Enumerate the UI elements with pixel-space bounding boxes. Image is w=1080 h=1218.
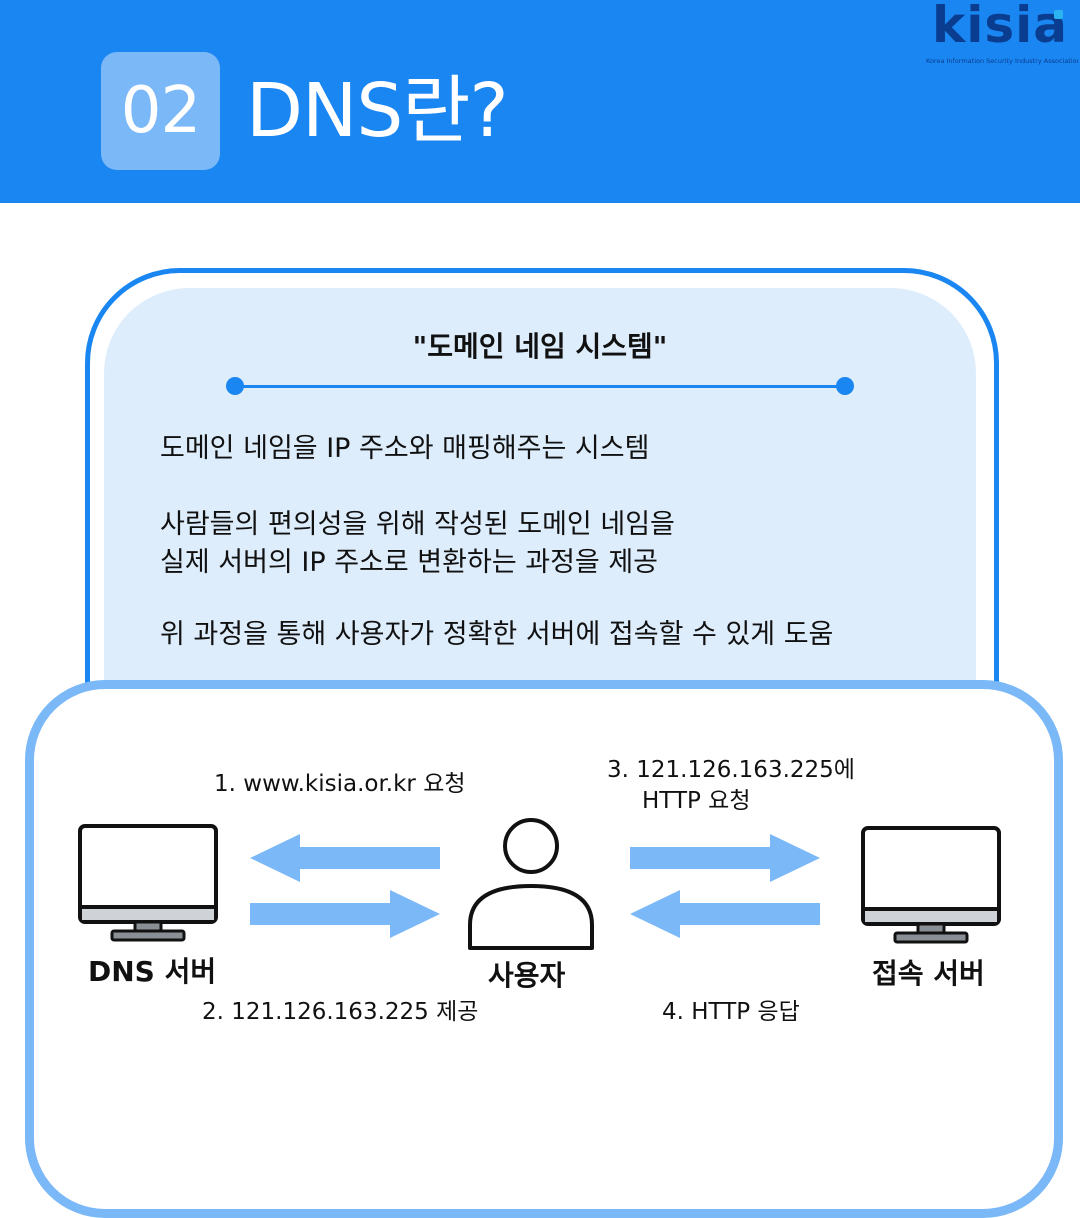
page-title: DNS란? [246, 68, 509, 154]
kisia-logo: kisia Korea Information Security Industr… [922, 0, 1078, 68]
arrow-http-response-icon [630, 890, 820, 938]
dns-server-monitor-icon [78, 824, 218, 942]
paragraph-line: 위 과정을 통해 사용자가 정확한 서버에 접속할 수 있게 도움 [160, 619, 834, 650]
definition-paragraph-3: 위 과정을 통해 사용자가 정확한 서버에 접속할 수 있게 도움 [160, 616, 833, 654]
logo-accent-dot [1054, 10, 1063, 19]
logo-subtitle: Korea Information Security Industry Asso… [926, 57, 1078, 65]
divider-dot-right [836, 377, 854, 395]
heading-divider [234, 385, 846, 388]
arrow-http-request-icon [630, 834, 820, 882]
paragraph-line: 사람들의 편의성을 위해 작성된 도메인 네임을 [160, 509, 675, 540]
section-number-badge: 02 [101, 52, 220, 170]
logo-wordmark: kisia [931, 0, 1069, 54]
paragraph-line: 실제 서버의 IP 주소로 변환하는 과정을 제공 [160, 547, 659, 578]
target-server-label: 접속 서버 [872, 957, 985, 990]
dns-flow-diagram [78, 818, 1001, 950]
target-server-monitor-icon [861, 826, 1001, 944]
step-1-label: 1. www.kisia.or.kr 요청 [214, 771, 466, 797]
dns-server-label: DNS 서버 [88, 955, 217, 988]
user-label: 사용자 [488, 959, 566, 992]
definition-paragraph-2: 사람들의 편의성을 위해 작성된 도메인 네임을 실제 서버의 IP 주소로 변… [160, 506, 675, 582]
step-2-label: 2. 121.126.163.225 제공 [202, 999, 479, 1025]
header-banner: 02 DNS란? kisia Korea Information Securit… [0, 0, 1080, 203]
step-3-label-line2: HTTP 요청 [642, 788, 751, 814]
step-4-label: 4. HTTP 응답 [662, 999, 800, 1025]
definition-heading: "도메인 네임 시스템" [412, 330, 668, 363]
user-person-icon [468, 818, 594, 950]
paragraph-line: 도메인 네임을 IP 주소와 매핑해주는 시스템 [160, 433, 650, 464]
arrow-request-to-dns-icon [250, 834, 440, 882]
definition-paragraph-1: 도메인 네임을 IP 주소와 매핑해주는 시스템 [160, 430, 649, 468]
step-3-label-line1: 3. 121.126.163.225에 [607, 757, 855, 783]
arrow-response-from-dns-icon [250, 890, 440, 938]
divider-dot-left [226, 377, 244, 395]
